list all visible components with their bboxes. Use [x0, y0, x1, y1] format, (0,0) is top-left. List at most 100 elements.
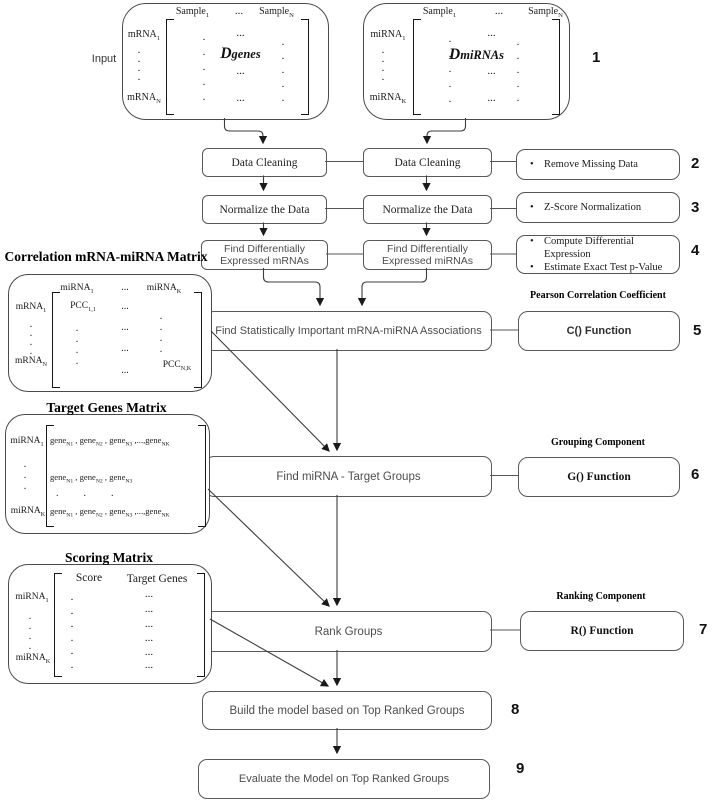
genes-col-header-last: SampleN — [259, 6, 294, 19]
corr-row-label-first: mRNA1 — [15, 302, 47, 314]
genes-matrix-name: Dgenes — [203, 45, 278, 63]
target-row-dots: . . . — [23, 459, 27, 492]
scoring-row-label-last: miRNAK — [15, 653, 51, 665]
find-groups-box: Find miRNA - Target Groups — [205, 456, 492, 497]
step-number-7: 7 — [699, 621, 708, 638]
corr-cell-last: PCCN,K — [162, 360, 192, 372]
step-number-5: 5 — [693, 322, 702, 339]
target-row-label-last: miRNAK — [10, 506, 46, 518]
corr-bracket-right — [194, 292, 202, 388]
mirnas-bracket-left — [413, 19, 421, 115]
scoring-target-ellipsis-4: ... — [144, 632, 154, 644]
step-number-4: 4 — [691, 242, 700, 259]
arrow-genes-to-cleaning — [223, 118, 268, 145]
pearson-label: Pearson Correlation Coefficient — [530, 290, 666, 301]
find-associations-box: Find Statistically Important mRNA-miRNA … — [205, 311, 492, 351]
mirnas-inner-ellipsis-3: ... — [487, 92, 496, 104]
normalize-right-box: Normalize the Data — [363, 195, 492, 224]
corr-colK-dots: . . . . — [159, 311, 163, 355]
arrow-de-mrna-to-assoc — [262, 268, 325, 307]
target-genes-line-4: geneN1 , geneN2 , geneN3 ,...,geneNK — [50, 506, 170, 519]
target-matrix-title: Target Genes Matrix — [46, 400, 167, 415]
scoring-bracket-left — [54, 573, 62, 677]
genes-col-header-first: Sample1 — [175, 6, 210, 19]
genes-row-label-last: mRNAN — [127, 92, 161, 105]
corr-mid-ellipsis-2: ... — [121, 322, 129, 333]
step-number-8: 8 — [511, 701, 520, 718]
mirnas-col-header-ellipsis: ... — [494, 5, 504, 17]
annotation-compute-de-text: Compute Differential Expression — [517, 235, 679, 261]
annotation-zscore: Z-Score Normalization — [516, 192, 680, 223]
corr-mid-ellipsis-1: ... — [121, 301, 129, 312]
genes-inner-ellipsis-2: ... — [236, 65, 245, 77]
scoring-col-header-target: Target Genes — [126, 573, 188, 585]
scoring-row-dots: . . . . — [28, 611, 32, 652]
target-genes-line-2: geneN1 , geneN2 , geneN3 — [50, 472, 133, 485]
step-number-1: 1 — [592, 49, 601, 66]
mirnas-matrix-name: DmiRNAs — [424, 46, 529, 64]
arrow-de-mirna-to-assoc — [357, 268, 428, 307]
mirnas-inner-dots-right: . . . . . — [516, 36, 520, 104]
genes-name-rest: genes — [231, 47, 261, 61]
mirnas-col-header-last: SampleN — [528, 6, 563, 19]
scoring-row-label-first: miRNA1 — [15, 592, 49, 604]
genes-inner-ellipsis-3: ... — [236, 92, 245, 104]
mirnas-row-label-last: miRNAK — [369, 92, 407, 105]
step-number-3: 3 — [691, 199, 700, 216]
target-genes-line-3: . . . — [56, 488, 114, 499]
annotation-remove-missing-text: Remove Missing Data — [517, 158, 679, 171]
scoring-target-ellipsis-2: ... — [144, 603, 154, 615]
genes-bracket-left — [166, 19, 174, 115]
grouping-label: Grouping Component — [550, 437, 645, 448]
genes-inner-dots-right: . . . . . — [281, 36, 285, 104]
find-de-mirnas-box: Find Differentially Expressed miRNAs — [363, 240, 492, 270]
step-number-6: 6 — [691, 466, 700, 483]
scoring-score-dots: . . . . . . — [70, 591, 74, 671]
correlation-matrix-title: Correlation mRNA-miRNA Matrix — [4, 249, 208, 264]
target-row-label-first: miRNA1 — [10, 436, 44, 448]
data-cleaning-right-box: Data Cleaning — [363, 148, 492, 177]
target-genes-line-1: geneN1 , geneN2 , geneN3 ,...,geneNK — [50, 435, 170, 448]
corr-row-label-last: mRNAN — [15, 356, 47, 368]
corr-mid-ellipsis-4: ... — [121, 365, 129, 376]
input-mirnas-matrix: Sample1 ... SampleN miRNA1 . . . . miRNA… — [363, 3, 570, 120]
corr-col-header-first: miRNA1 — [60, 283, 94, 295]
scoring-target-ellipsis-5: ... — [144, 646, 154, 658]
annotation-differential-expression: Compute Differential Expression Estimate… — [516, 235, 680, 274]
genes-inner-ellipsis-1: ... — [236, 27, 245, 39]
corr-col1-dots: . . . . — [75, 323, 79, 367]
mirnas-col-header-first: Sample1 — [422, 6, 457, 19]
build-model-box: Build the model based on Top Ranked Grou… — [202, 691, 492, 730]
mirnas-name-initial: D — [449, 46, 461, 63]
annotation-estimate-p-text: Estimate Exact Test p-Value — [517, 261, 679, 274]
scoring-matrix: Score Target Genes miRNA1 . . . . miRNAK… — [8, 564, 212, 684]
find-de-mrnas-box: Find Differentially Expressed mRNAs — [201, 240, 328, 270]
mirnas-inner-dots-left: . . . . . — [448, 33, 452, 105]
corr-col-header-last: miRNAK — [146, 283, 182, 295]
step-number-9: 9 — [516, 760, 525, 777]
annotation-remove-missing: Remove Missing Data — [516, 149, 680, 180]
scoring-target-ellipsis-1: ... — [144, 588, 154, 600]
mirnas-row-label-first: miRNA1 — [370, 29, 406, 42]
ranking-label: Ranking Component — [556, 591, 646, 602]
rank-groups-box: Rank Groups — [205, 611, 492, 652]
scoring-bracket-right — [197, 573, 205, 677]
g-function-box: G() Function — [518, 457, 680, 497]
mirnas-bracket-right — [552, 19, 560, 115]
mirnas-name-rest: miRNAs — [460, 48, 504, 62]
mirnas-inner-ellipsis-1: ... — [487, 27, 496, 39]
data-cleaning-left-box: Data Cleaning — [202, 148, 327, 177]
corr-row-dots: . . . . — [29, 319, 33, 357]
input-label: Input — [91, 53, 117, 65]
target-bracket-right — [198, 425, 206, 527]
scoring-col-header-score: Score — [75, 572, 103, 584]
genes-col-header-ellipsis: ... — [234, 5, 244, 17]
mirnas-row-dots: . . . . — [381, 44, 385, 83]
genes-bracket-right — [301, 19, 309, 115]
input-genes-matrix: Sample1 ... SampleN mRNA1 . . . . mRNAN … — [122, 3, 329, 120]
normalize-left-box: Normalize the Data — [202, 195, 327, 224]
c-function-box: C() Function — [518, 311, 680, 351]
scoring-target-ellipsis-3: ... — [144, 618, 154, 630]
arrow-mirnas-to-cleaning — [422, 118, 467, 145]
